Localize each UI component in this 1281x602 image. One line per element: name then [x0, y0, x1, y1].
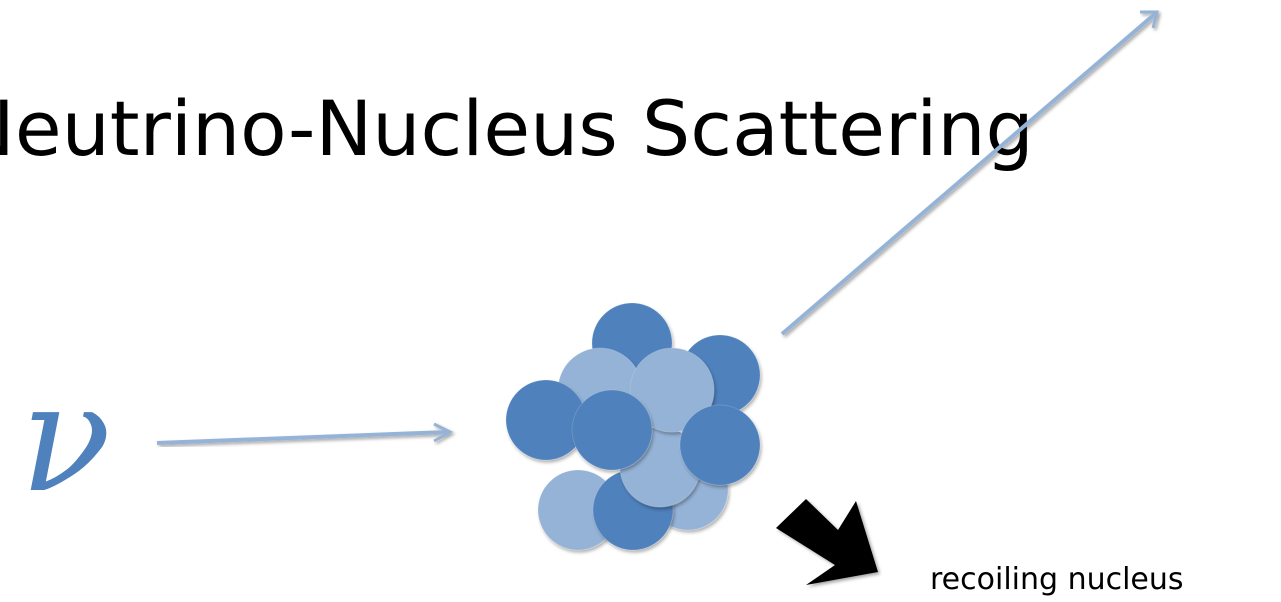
incoming-neutrino-arrow-icon [156, 422, 454, 445]
neutrino-symbol: ν [20, 352, 111, 526]
recoil-arrow-icon [776, 499, 878, 585]
recoil-label: recoiling nucleus [930, 562, 1184, 597]
slide-title: Neutrino-Nucleus Scattering [0, 84, 1034, 173]
proton-sphere [679, 404, 761, 486]
neutron-sphere [629, 347, 715, 433]
nucleus-cluster [505, 302, 761, 551]
outgoing-neutrino-arrow-icon [780, 10, 1159, 336]
proton-sphere [571, 389, 653, 471]
